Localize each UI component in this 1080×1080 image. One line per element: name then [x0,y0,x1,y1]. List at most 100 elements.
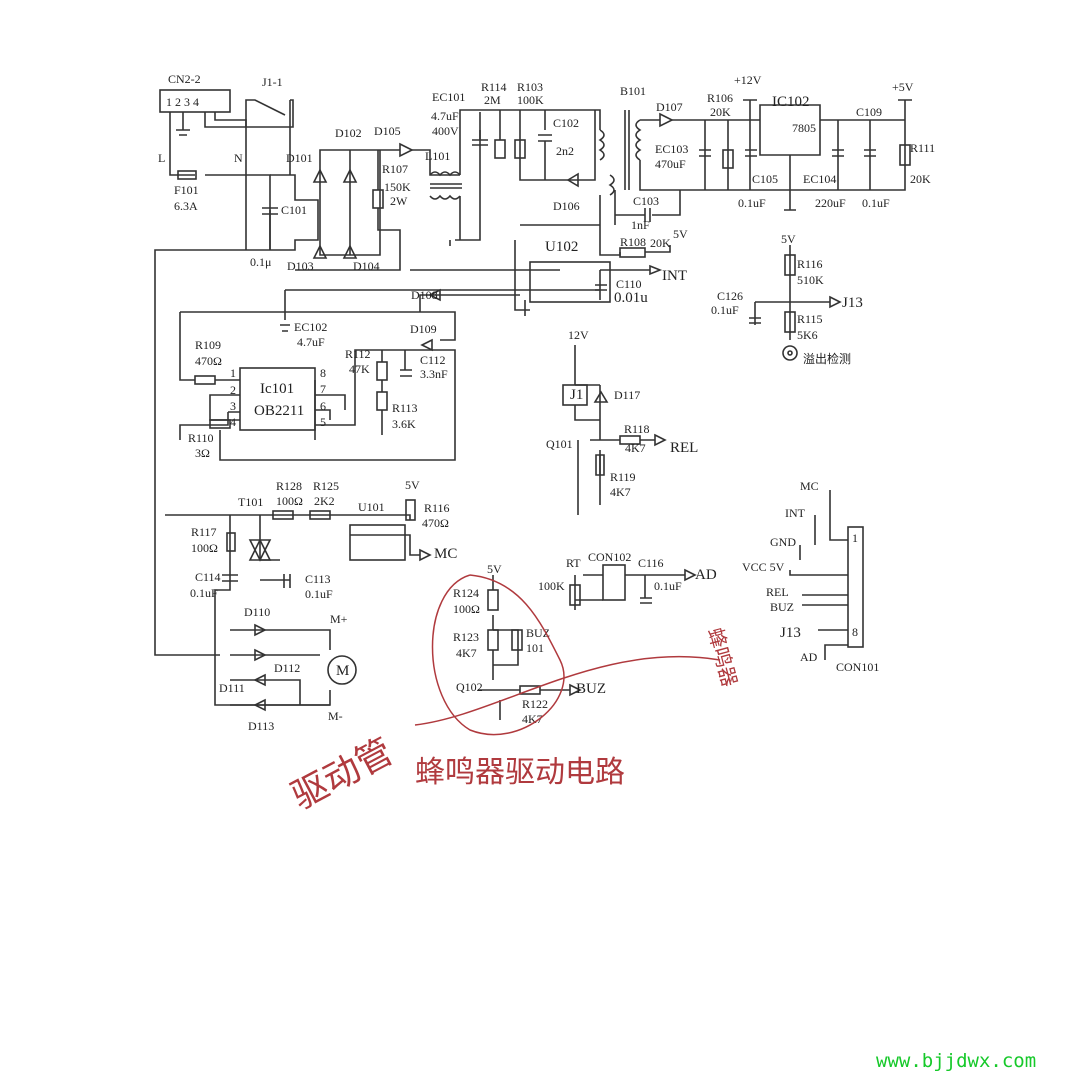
label-d109: D109 [410,322,437,336]
label-r112: R112 [345,347,371,361]
label-d105: D105 [374,124,401,138]
label-r106v: 20K [710,105,731,119]
label-ec104v: 220uF [815,196,846,210]
label-r125v: 2K2 [314,494,335,508]
label-p5v: +5V [892,80,914,94]
label-r117v: 100Ω [191,541,218,555]
driver-tube-annotation: 驱动管 [285,731,400,818]
label-c110v: 0.01u [614,290,648,306]
label-r124: R124 [453,586,479,600]
label-c110: C110 [616,277,642,291]
label-r119: R119 [610,470,636,484]
label-r114: R114 [481,80,507,94]
label-c103: C103 [633,194,659,208]
label-cgnd: GND [770,535,796,549]
label-ec102v: 4.7uF [297,335,325,349]
label-j1: J1 [570,387,583,403]
label-p3: 3 [230,399,236,413]
label-motor: M [336,663,349,679]
label-p12v: +12V [734,73,762,87]
buzzer-annotation: 蜂鸣器 [703,625,742,689]
label-p6: 6 [320,399,326,413]
label-cmc: MC [800,479,819,493]
label-c112: C112 [420,353,446,367]
label-v12: 12V [568,328,589,342]
label-c109: C109 [856,105,882,119]
label-c102v: 2n2 [556,144,574,158]
label-r106: R106 [707,91,733,105]
label-r123: R123 [453,630,479,644]
label-p5: 5 [320,415,326,429]
label-d102: D102 [335,126,362,140]
label-v5d: 5V [487,562,502,576]
label-d110: D110 [244,605,270,619]
label-c112v: 3.3nF [420,367,448,381]
label-cint: INT [785,506,806,520]
label-ec103: EC103 [655,142,688,156]
buzzer-driver-circuit-title: 蜂鸣器驱动电路 [415,755,625,790]
label-c109v: 0.1uF [862,196,890,210]
label-d104: D104 [353,259,380,273]
label-ec104: EC104 [803,172,836,186]
label-cn2: CN2-2 [168,72,201,86]
label-int: INT [662,268,687,284]
label-d101: D101 [286,151,313,165]
label-c126: C126 [717,289,743,303]
label-r109v: 470Ω [195,354,222,368]
label-p4: 4 [230,415,236,429]
label-d103: D103 [287,259,314,273]
label-ec101w: 400V [432,124,459,138]
label-rtv: 100K [538,579,565,593]
label-ad: AD [695,567,717,583]
label-ec103v: 470uF [655,157,686,171]
label-p1: 1 [230,366,236,380]
label-d106: D106 [553,199,580,213]
label-r107w: 2W [390,194,408,208]
label-ec101v: 4.7uF [431,109,459,123]
watermark: www.bjjdwx.com [876,1050,1037,1072]
label-cad: AD [800,650,818,664]
label-q101: Q101 [546,437,573,451]
label-overflow: 溢出检测 [803,351,851,366]
label-r107v: 150K [384,180,411,194]
label-r115: R115 [797,312,823,326]
label-mc: MC [434,546,457,562]
label-r109: R109 [195,338,221,352]
label-c103v: 1nF [631,218,650,232]
label-r118v: 4K7 [625,441,646,455]
label-cbuz: BUZ [770,600,794,614]
label-ic101: Ic101 [260,381,294,397]
label-t101: T101 [238,495,263,509]
wires [154,89,912,720]
label-r116a: R116 [797,257,823,271]
label-u102: U102 [545,239,578,255]
label-r110v: 3Ω [195,446,210,460]
label-r128v: 100Ω [276,494,303,508]
label-r116b: R116 [424,501,450,515]
label-r122: R122 [522,697,548,711]
label-f101: F101 [174,183,199,197]
label-con101: CON101 [836,660,879,674]
label-l101: L101 [425,149,450,163]
label-rel: REL [670,440,698,456]
label-c114: C114 [195,570,221,584]
label-r108v: 20K [650,236,671,250]
handwritten-annotations: 驱动管 蜂鸣器驱动电路 蜂鸣器 [285,574,742,818]
label-f101v: 6.3A [174,199,198,213]
label-cp1: 1 [852,531,858,545]
label-p8: 8 [320,366,326,380]
label-c102: C102 [553,116,579,130]
label-r125: R125 [313,479,339,493]
label-r113: R113 [392,401,418,415]
label-c114v: 0.1uF [190,586,218,600]
label-ec101: EC101 [432,90,465,104]
label-r117: R117 [191,525,217,539]
label-ic101v: OB2211 [254,403,304,419]
label-r116av: 510K [797,273,824,287]
label-r123v: 4K7 [456,646,477,660]
label-c113: C113 [305,572,331,586]
label-mplus: M+ [330,612,348,626]
label-v5c: 5V [405,478,420,492]
label-crel: REL [766,585,789,599]
